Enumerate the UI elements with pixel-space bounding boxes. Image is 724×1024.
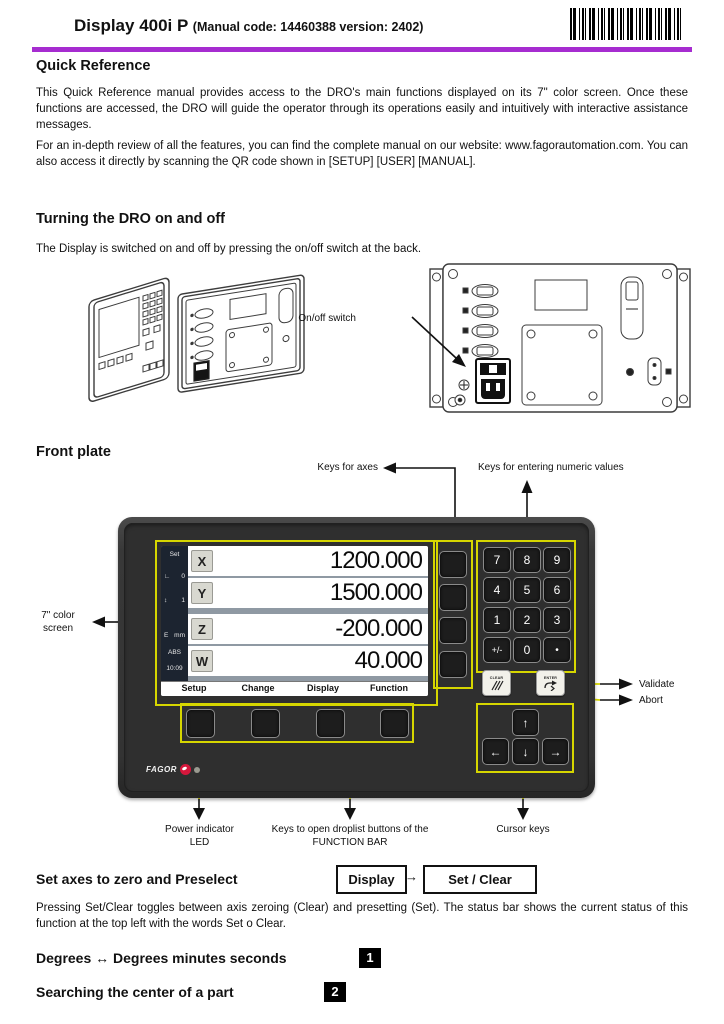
set-axes-heading: Set axes to zero and Preselect bbox=[36, 871, 238, 887]
center-search-badge: 2 bbox=[324, 982, 346, 1002]
axis-row-y: Y 1500.000 bbox=[188, 578, 428, 608]
cursor-right-key[interactable]: → bbox=[542, 738, 569, 765]
fagor-logo-icon bbox=[179, 764, 191, 775]
key-plus-minus[interactable]: +/- bbox=[483, 637, 511, 663]
sequence-arrow: → bbox=[405, 869, 418, 884]
enter-key[interactable]: ENTER bbox=[536, 670, 565, 696]
power-led-label: Power indicator LED bbox=[165, 824, 234, 848]
function-bar: Setup Change Display Function bbox=[161, 681, 428, 696]
enter-arrow-icon bbox=[543, 680, 557, 691]
axis-value-w: 40.000 bbox=[354, 647, 423, 674]
axis-key-x[interactable] bbox=[439, 551, 467, 578]
status-clock: 10:09 bbox=[166, 665, 183, 672]
on-off-figure: On/off switch bbox=[0, 255, 724, 433]
softkey-4[interactable] bbox=[380, 709, 409, 738]
key-3[interactable]: 3 bbox=[543, 607, 571, 633]
back-flat-drawing bbox=[411, 263, 691, 413]
softkeys-highlight-box bbox=[180, 703, 414, 743]
turning-body: The Display is switched on and off by pr… bbox=[36, 243, 422, 255]
screen-highlight-box bbox=[155, 540, 438, 706]
softkey-3[interactable] bbox=[316, 709, 345, 738]
set-clear-key-box[interactable]: Set / Clear bbox=[423, 865, 537, 894]
dro-device: Set ∟ 0 ↕ 1 E mm ABS 10:09 bbox=[118, 517, 595, 798]
validate-label: Validate bbox=[639, 679, 675, 690]
status-set: Set bbox=[169, 551, 180, 558]
key-9[interactable]: 9 bbox=[543, 547, 571, 573]
cursor-up-key[interactable]: ↑ bbox=[512, 709, 539, 736]
key-2[interactable]: 2 bbox=[513, 607, 541, 633]
axis-keys-highlight-box bbox=[433, 540, 473, 689]
axis-key-w[interactable] bbox=[439, 651, 467, 678]
axis-row-x: X 1200.000 bbox=[188, 546, 428, 576]
clear-key[interactable]: CLEAR bbox=[482, 670, 511, 696]
axis-value-y: 1500.000 bbox=[329, 579, 423, 606]
status-bar: Set ∟ 0 ↕ 1 E mm ABS 10:09 bbox=[161, 546, 188, 681]
cursor-keys-highlight-box: ↑ ← ↓ → bbox=[476, 703, 574, 773]
quick-reference-para1: This Quick Reference manual provides acc… bbox=[36, 87, 688, 131]
title-subtext: (Manual code: 14460388 version: 2402) bbox=[192, 20, 424, 34]
front-iso-drawing bbox=[88, 277, 170, 402]
status-tool: ↕ 1 bbox=[164, 597, 185, 604]
page-title: Display 400i P (Manual code: 14460388 ve… bbox=[74, 16, 423, 36]
numeric-keypad-highlight-box: 7 8 9 4 5 6 1 2 3 +/- 0 • bbox=[476, 540, 576, 673]
key-1[interactable]: 1 bbox=[483, 607, 511, 633]
key-decimal[interactable]: • bbox=[543, 637, 571, 663]
datum-icon: ∟ bbox=[164, 573, 171, 580]
title-text: Display 400i P bbox=[74, 16, 189, 35]
axis-row-w: W 40.000 bbox=[188, 646, 428, 676]
keys-numeric-label: Keys for entering numeric values bbox=[478, 462, 624, 473]
front-plate-heading: Front plate bbox=[36, 444, 111, 460]
status-datum: ∟ 0 bbox=[164, 573, 185, 580]
back-iso-drawing bbox=[177, 274, 305, 393]
cursor-left-key[interactable]: ← bbox=[482, 738, 509, 765]
axis-row-z: Z -200.000 bbox=[188, 614, 428, 644]
key-6[interactable]: 6 bbox=[543, 577, 571, 603]
key-8[interactable]: 8 bbox=[513, 547, 541, 573]
center-search-heading: Searching the center of a part bbox=[36, 984, 234, 1000]
degrees-heading: Degrees ↔ Degrees minutes seconds bbox=[36, 950, 287, 966]
cursor-down-key[interactable]: ↓ bbox=[512, 738, 539, 765]
axis-value-z: -200.000 bbox=[335, 615, 423, 642]
degrees-badge: 1 bbox=[359, 948, 381, 968]
on-off-switch-label: On/off switch bbox=[298, 313, 356, 324]
header-divider bbox=[32, 47, 692, 52]
droplist-keys-label: Keys to open droplist buttons of the FUN… bbox=[271, 824, 429, 848]
axis-key-z[interactable] bbox=[439, 617, 467, 644]
clear-hatch-icon bbox=[490, 680, 504, 690]
status-mode: ABS bbox=[167, 649, 181, 656]
screen-label: 7" color screen bbox=[41, 610, 75, 634]
key-5[interactable]: 5 bbox=[513, 577, 541, 603]
function-bar-setup: Setup bbox=[181, 683, 207, 693]
front-plate-figure: Keys for axes Keys for entering numeric … bbox=[0, 458, 724, 854]
tool-icon: ↕ bbox=[164, 597, 168, 604]
key-0[interactable]: 0 bbox=[513, 637, 541, 663]
key-4[interactable]: 4 bbox=[483, 577, 511, 603]
barcode bbox=[570, 8, 682, 40]
axis-value-x: 1200.000 bbox=[329, 547, 423, 574]
status-units: E mm bbox=[164, 632, 185, 639]
brand-logo: FAGOR bbox=[146, 764, 191, 775]
quick-reference-heading: Quick Reference bbox=[36, 58, 151, 74]
cursor-keys-label: Cursor keys bbox=[496, 824, 550, 835]
quick-reference-para2: For an in-depth review of all the featur… bbox=[36, 140, 688, 168]
display-key-box[interactable]: Display bbox=[336, 865, 407, 894]
function-bar-change: Change bbox=[241, 683, 275, 693]
turning-heading: Turning the DRO on and off bbox=[36, 211, 226, 227]
abort-label: Abort bbox=[639, 695, 663, 706]
axis-key-y[interactable] bbox=[439, 584, 467, 611]
set-axes-body: Pressing Set/Clear toggles between axis … bbox=[36, 902, 688, 930]
axis-rows: X 1200.000 Y 1500.000 Z -200.000 W 40.00… bbox=[188, 546, 428, 681]
function-bar-function: Function bbox=[370, 683, 408, 693]
key-7[interactable]: 7 bbox=[483, 547, 511, 573]
scale-icon: E bbox=[164, 632, 169, 639]
device-drawings bbox=[88, 263, 691, 413]
softkey-2[interactable] bbox=[251, 709, 280, 738]
keys-for-axes-label: Keys for axes bbox=[317, 462, 378, 473]
power-led bbox=[194, 767, 200, 773]
function-bar-display: Display bbox=[306, 683, 340, 693]
softkey-1[interactable] bbox=[186, 709, 215, 738]
dro-screen: Set ∟ 0 ↕ 1 E mm ABS 10:09 bbox=[161, 546, 428, 696]
